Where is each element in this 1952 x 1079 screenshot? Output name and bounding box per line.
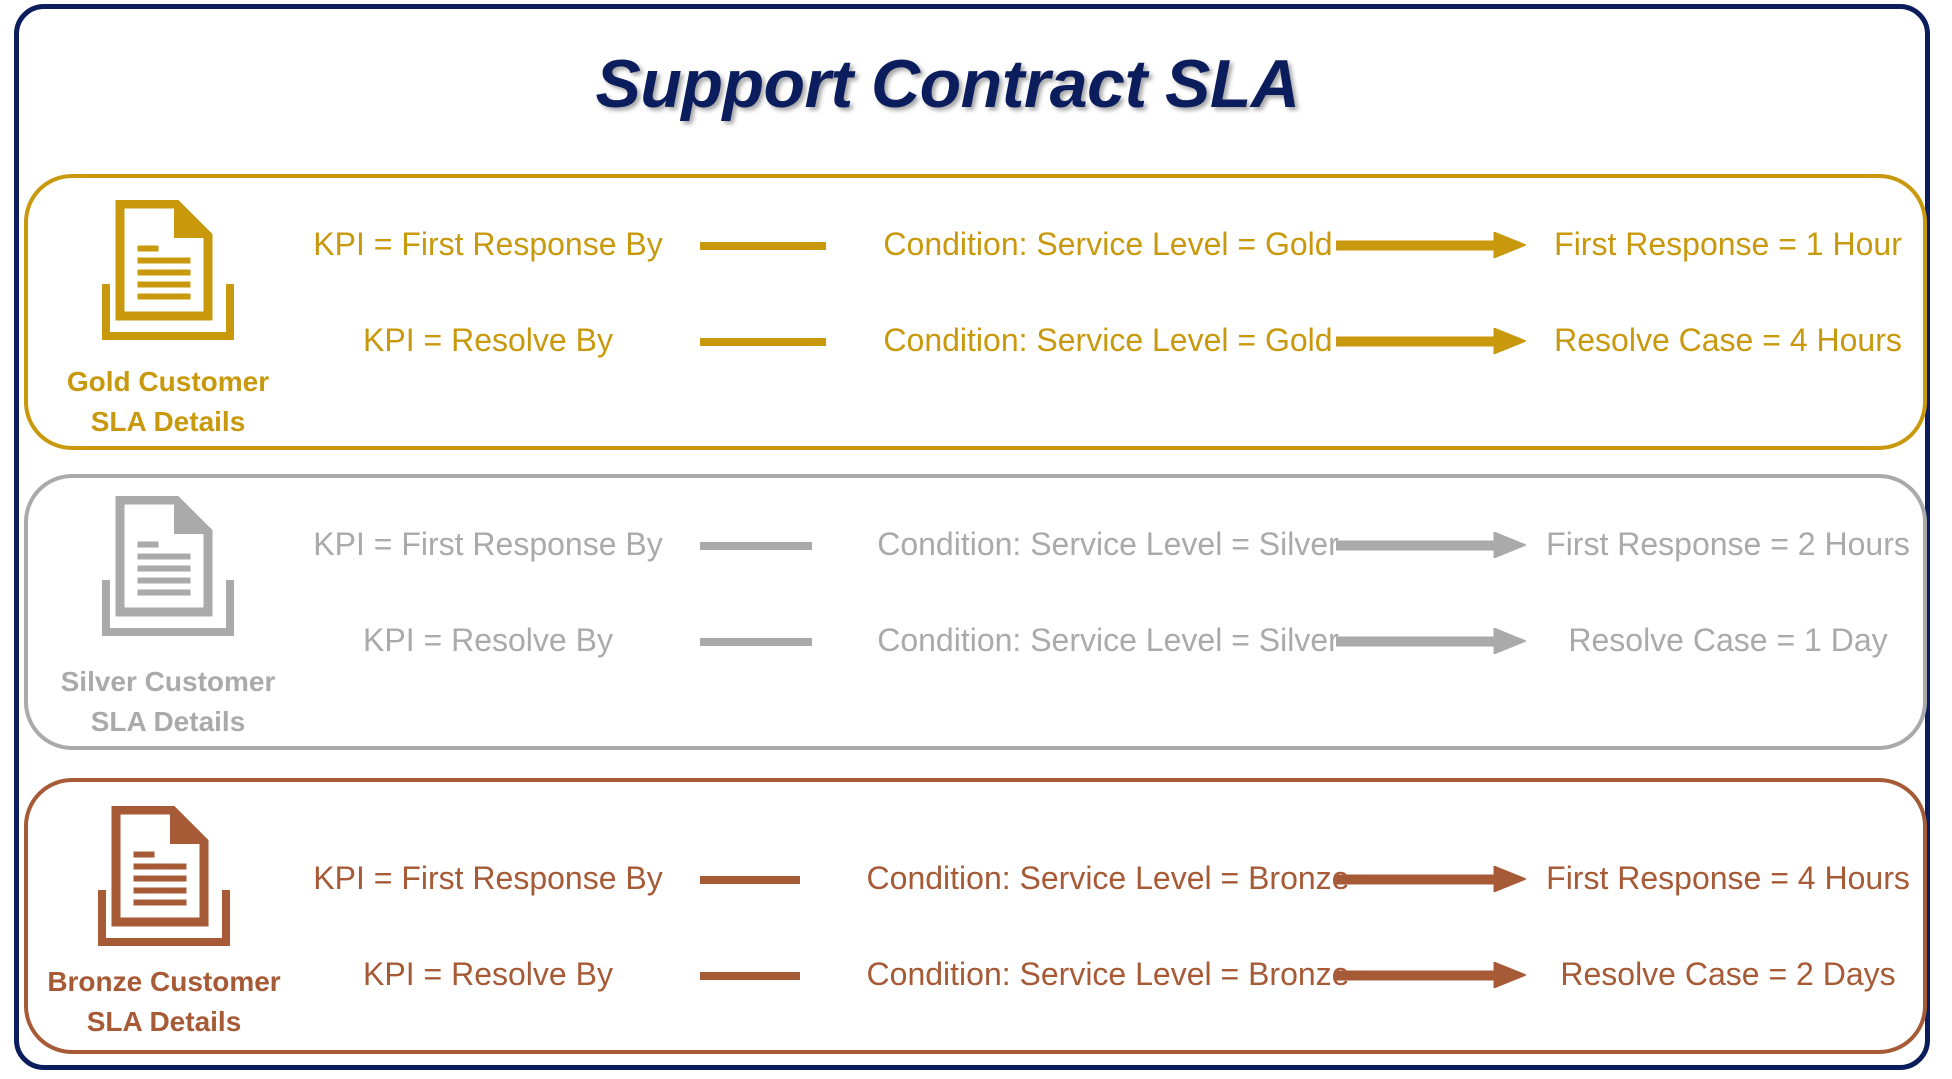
page-title: Support Contract SLA — [595, 46, 1300, 122]
arrow-icon — [1336, 532, 1526, 558]
condition-label: Condition: Service Level = Silver — [877, 526, 1339, 562]
connector-line — [700, 242, 826, 250]
tier-label-line2: SLA Details — [86, 1006, 242, 1037]
connector-line — [700, 338, 826, 346]
tier-label: Gold Customer SLA Details — [28, 362, 308, 442]
sla-row: KPI = First Response By Condition: Servi… — [28, 220, 1923, 268]
condition-label: Condition: Service Level = Bronze — [866, 860, 1350, 896]
connector-line — [700, 638, 812, 646]
tier-label-line1: Silver Customer — [60, 666, 276, 697]
arrow-icon — [1336, 232, 1526, 258]
condition-label: Condition: Service Level = Gold — [883, 322, 1333, 358]
connector-line — [700, 972, 800, 980]
kpi-label: KPI = Resolve By — [363, 956, 613, 992]
tier-label-line1: Bronze Customer — [47, 966, 281, 997]
tier-gold-panel: Gold Customer SLA Details KPI = First Re… — [24, 174, 1927, 450]
kpi-label: KPI = First Response By — [313, 860, 663, 896]
tier-label-line2: SLA Details — [90, 706, 246, 737]
sla-row: KPI = First Response By Condition: Servi… — [28, 854, 1923, 902]
tier-label: Bronze Customer SLA Details — [24, 962, 304, 1042]
result-label: First Response = 2 Hours — [1546, 526, 1910, 562]
kpi-label: KPI = Resolve By — [363, 622, 613, 658]
sla-row: KPI = Resolve By Condition: Service Leve… — [28, 616, 1923, 664]
result-label: Resolve Case = 2 Days — [1560, 956, 1896, 992]
condition-label: Condition: Service Level = Silver — [877, 622, 1339, 658]
document-icon — [102, 496, 234, 636]
document-icon — [102, 200, 234, 340]
result-label: First Response = 4 Hours — [1546, 860, 1910, 896]
sla-row: KPI = Resolve By Condition: Service Leve… — [28, 950, 1923, 998]
arrow-icon — [1336, 962, 1526, 988]
kpi-label: KPI = Resolve By — [363, 322, 613, 358]
arrow-icon — [1336, 328, 1526, 354]
sla-row: KPI = Resolve By Condition: Service Leve… — [28, 316, 1923, 364]
connector-line — [700, 876, 800, 884]
result-label: First Response = 1 Hour — [1554, 226, 1902, 262]
document-icon — [98, 806, 230, 946]
tier-silver-panel: Silver Customer SLA Details KPI = First … — [24, 474, 1927, 750]
diagram-frame — [14, 4, 1930, 1070]
tier-label-line1: Gold Customer — [66, 366, 270, 397]
condition-label: Condition: Service Level = Gold — [883, 226, 1333, 262]
connector-line — [700, 542, 812, 550]
sla-row: KPI = First Response By Condition: Servi… — [28, 520, 1923, 568]
tier-label: Silver Customer SLA Details — [28, 662, 308, 742]
result-label: Resolve Case = 1 Day — [1568, 622, 1888, 658]
kpi-label: KPI = First Response By — [313, 526, 663, 562]
result-label: Resolve Case = 4 Hours — [1554, 322, 1902, 358]
arrow-icon — [1336, 628, 1526, 654]
tier-bronze-panel: Bronze Customer SLA Details KPI = First … — [24, 778, 1927, 1054]
kpi-label: KPI = First Response By — [313, 226, 663, 262]
condition-label: Condition: Service Level = Bronze — [866, 956, 1350, 992]
arrow-icon — [1336, 866, 1526, 892]
tier-label-line2: SLA Details — [90, 406, 246, 437]
